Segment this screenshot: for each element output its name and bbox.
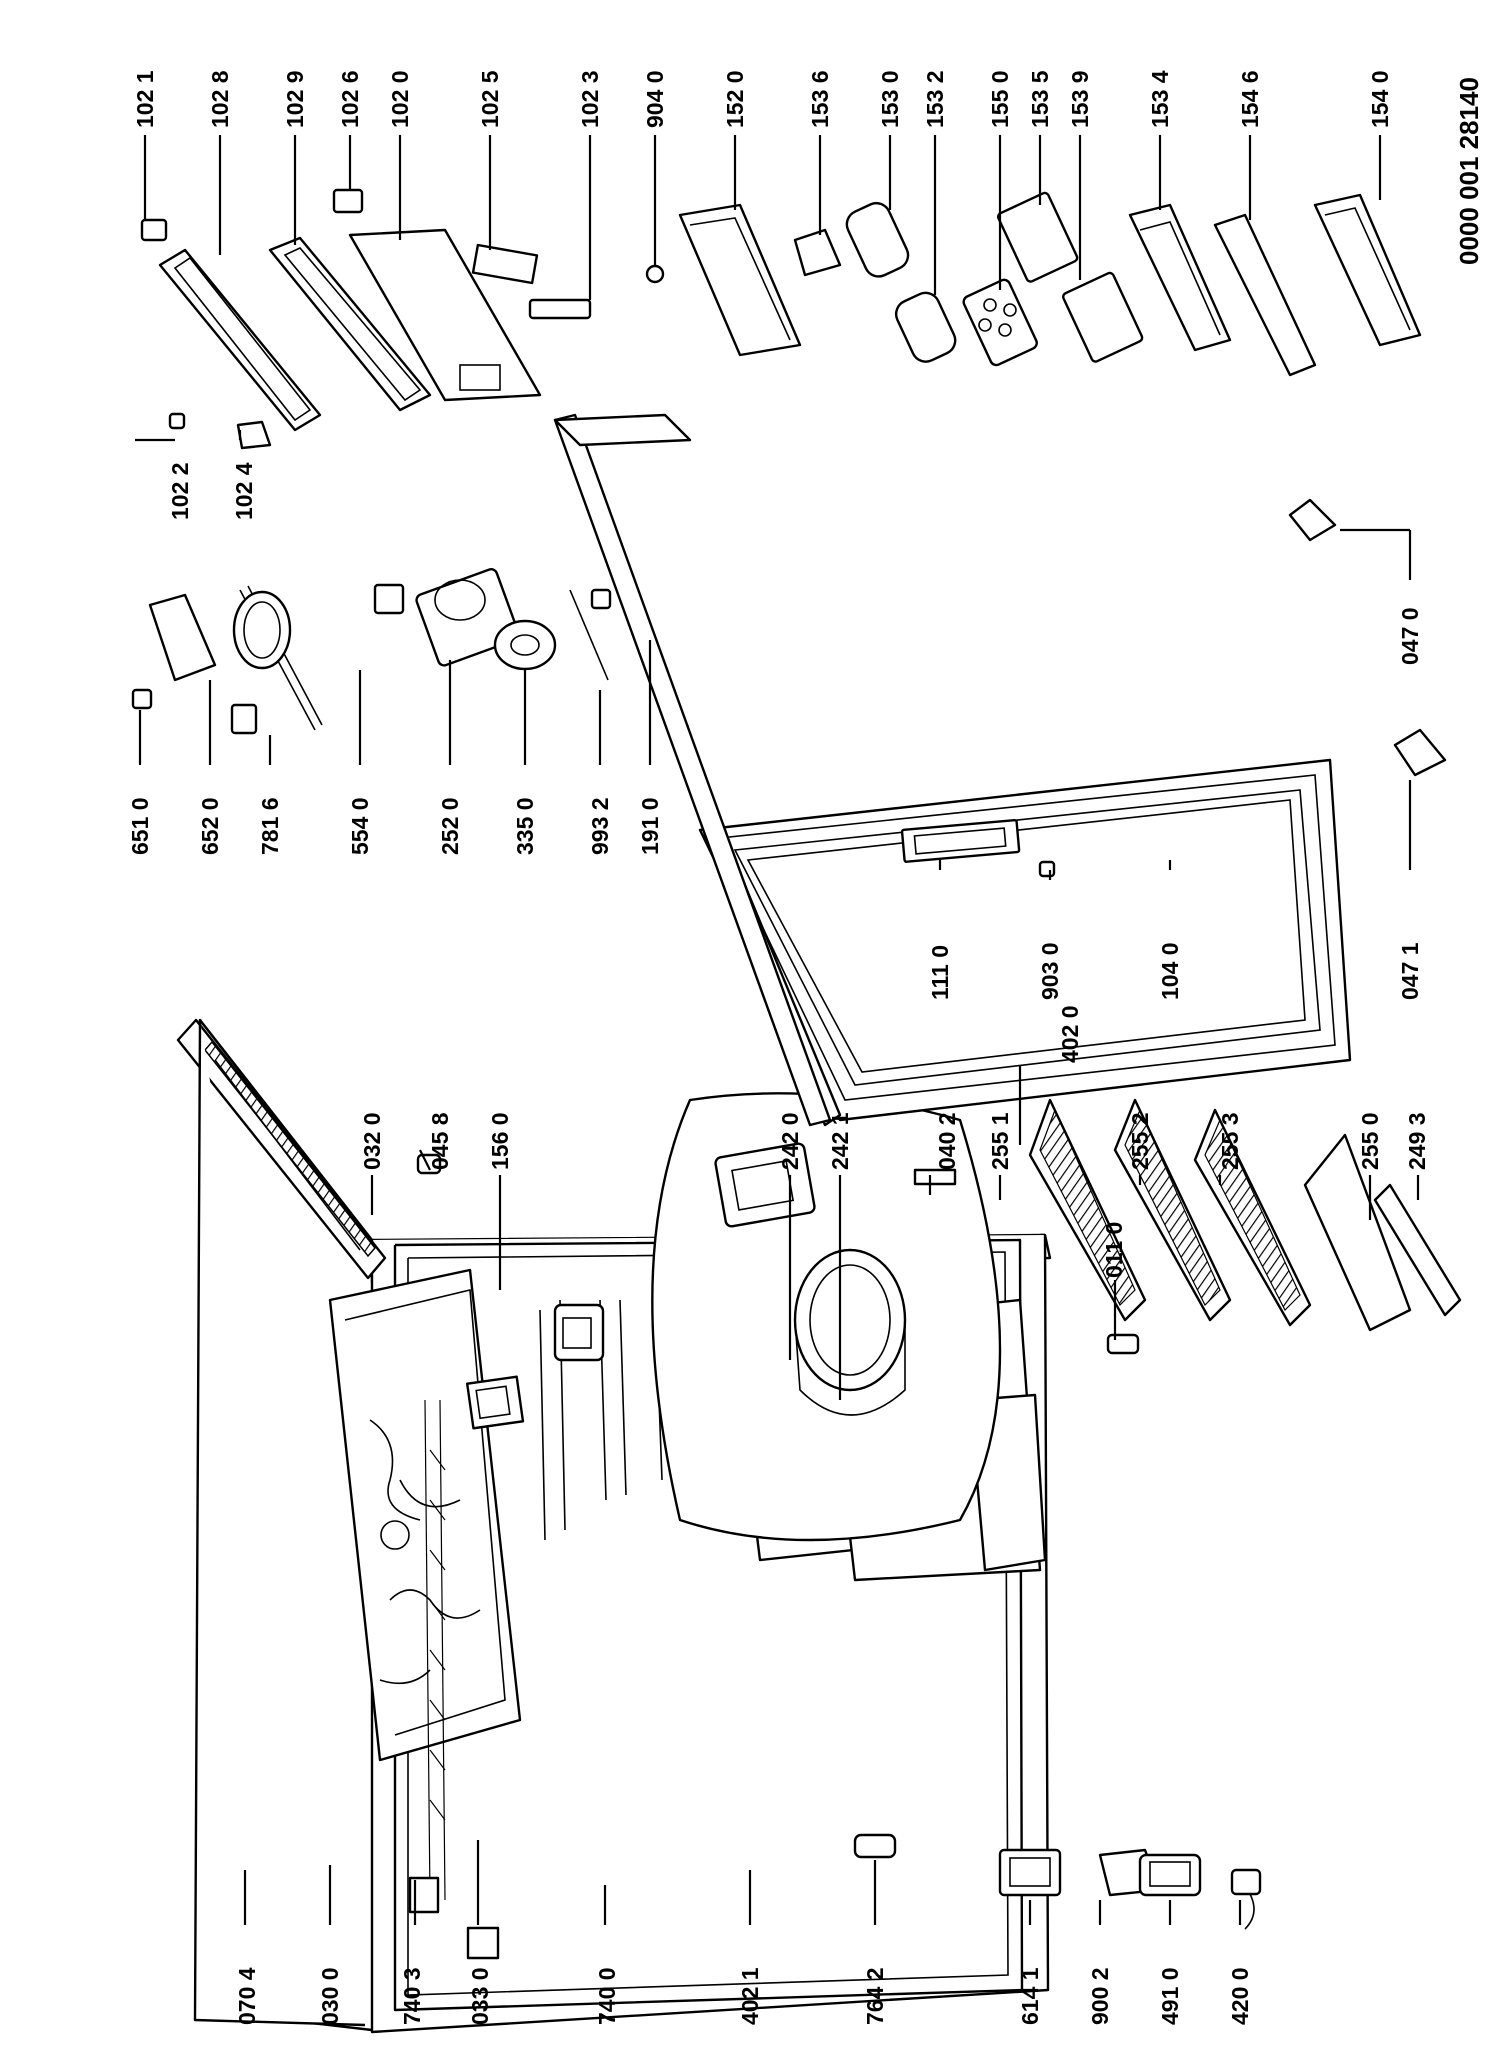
callout-label: 153 0	[877, 70, 903, 128]
callout-label: 102 1	[132, 70, 158, 128]
callout-label: 153 5	[1027, 70, 1053, 128]
callout-label: 255 2	[1127, 1112, 1153, 1170]
callout-label: 255 3	[1217, 1112, 1243, 1170]
drawing-code: 0000 001 28140	[1454, 77, 1484, 265]
callout-label: 102 5	[477, 70, 503, 128]
callout-label: 255 0	[1357, 1112, 1383, 1170]
callout-label: 420 0	[1227, 1967, 1253, 2025]
callout-label: 047 0	[1397, 607, 1423, 665]
callout-label: 255 1	[987, 1112, 1013, 1170]
cabinet-illustration	[176, 1018, 1052, 2034]
callout-label: 102 8	[207, 70, 233, 128]
callout-label: 070 4	[234, 1967, 260, 2025]
callout-label: 242 1	[827, 1112, 853, 1170]
callout-label: 102 0	[387, 70, 413, 128]
callout-label: 764 2	[862, 1967, 888, 2025]
callout-label: 032 0	[359, 1112, 385, 1170]
callout-label: 152 0	[722, 70, 748, 128]
door-shelves	[678, 191, 1422, 377]
callout-label: 111 0	[927, 945, 953, 1000]
callout-label: 652 0	[197, 797, 223, 855]
callout-label: 102 6	[337, 70, 363, 128]
callout-label: 153 6	[807, 70, 833, 128]
callout-label: 402 0	[1057, 1005, 1083, 1063]
door-internal-parts	[131, 498, 1447, 878]
callout-label: 900 2	[1087, 1967, 1113, 2025]
callout-label: 045 8	[427, 1112, 453, 1170]
callout-label: 740 0	[594, 1967, 620, 2025]
callout-label: 040 2	[934, 1112, 960, 1170]
callout-label: 904 0	[642, 70, 668, 128]
callout-label: 491 0	[1157, 1967, 1183, 2025]
callout-label: 614 1	[1017, 1967, 1043, 2025]
callout-label: 153 4	[1147, 70, 1173, 128]
door-illustration	[553, 413, 1352, 1127]
callout-label: 191 0	[637, 797, 663, 855]
callout-label: 104 0	[1157, 942, 1183, 1000]
callout-label: 102 3	[577, 70, 603, 128]
callout-label: 335 0	[512, 797, 538, 855]
callout-label: 033 0	[467, 1967, 493, 2025]
callout-label: 155 0	[987, 70, 1013, 128]
callout-labels: 070 4 030 0 740 3 033 0 740 0 402 1 764 …	[127, 70, 1430, 2025]
callout-label: 102 9	[282, 70, 308, 128]
callout-label: 651 0	[127, 797, 153, 855]
callout-label: 242 0	[777, 1112, 803, 1170]
callout-label: 903 0	[1037, 942, 1063, 1000]
callout-label: 030 0	[317, 1967, 343, 2025]
callout-label: 153 9	[1067, 70, 1093, 128]
callout-label: 047 1	[1397, 942, 1423, 1000]
callout-label: 011 0	[1101, 1222, 1127, 1278]
callout-label: 554 0	[347, 797, 373, 855]
callout-label: 252 0	[437, 797, 463, 855]
callout-label: 154 6	[1237, 70, 1263, 128]
callout-label: 249 3	[1404, 1112, 1430, 1170]
callout-label: 154 0	[1367, 70, 1393, 128]
loose-parts-left	[416, 1098, 1462, 1930]
leader-lines	[135, 135, 1420, 1925]
callout-label: 781 6	[257, 797, 283, 855]
callout-label: 153 2	[922, 70, 948, 128]
callout-label: 102 2	[167, 462, 193, 520]
freezer-door-parts	[140, 188, 665, 450]
callout-label: 102 4	[231, 462, 257, 520]
callout-label: 402 1	[737, 1967, 763, 2025]
callout-label: 740 3	[399, 1967, 425, 2025]
callout-label: 156 0	[487, 1112, 513, 1170]
callout-label: 993 2	[587, 797, 613, 855]
